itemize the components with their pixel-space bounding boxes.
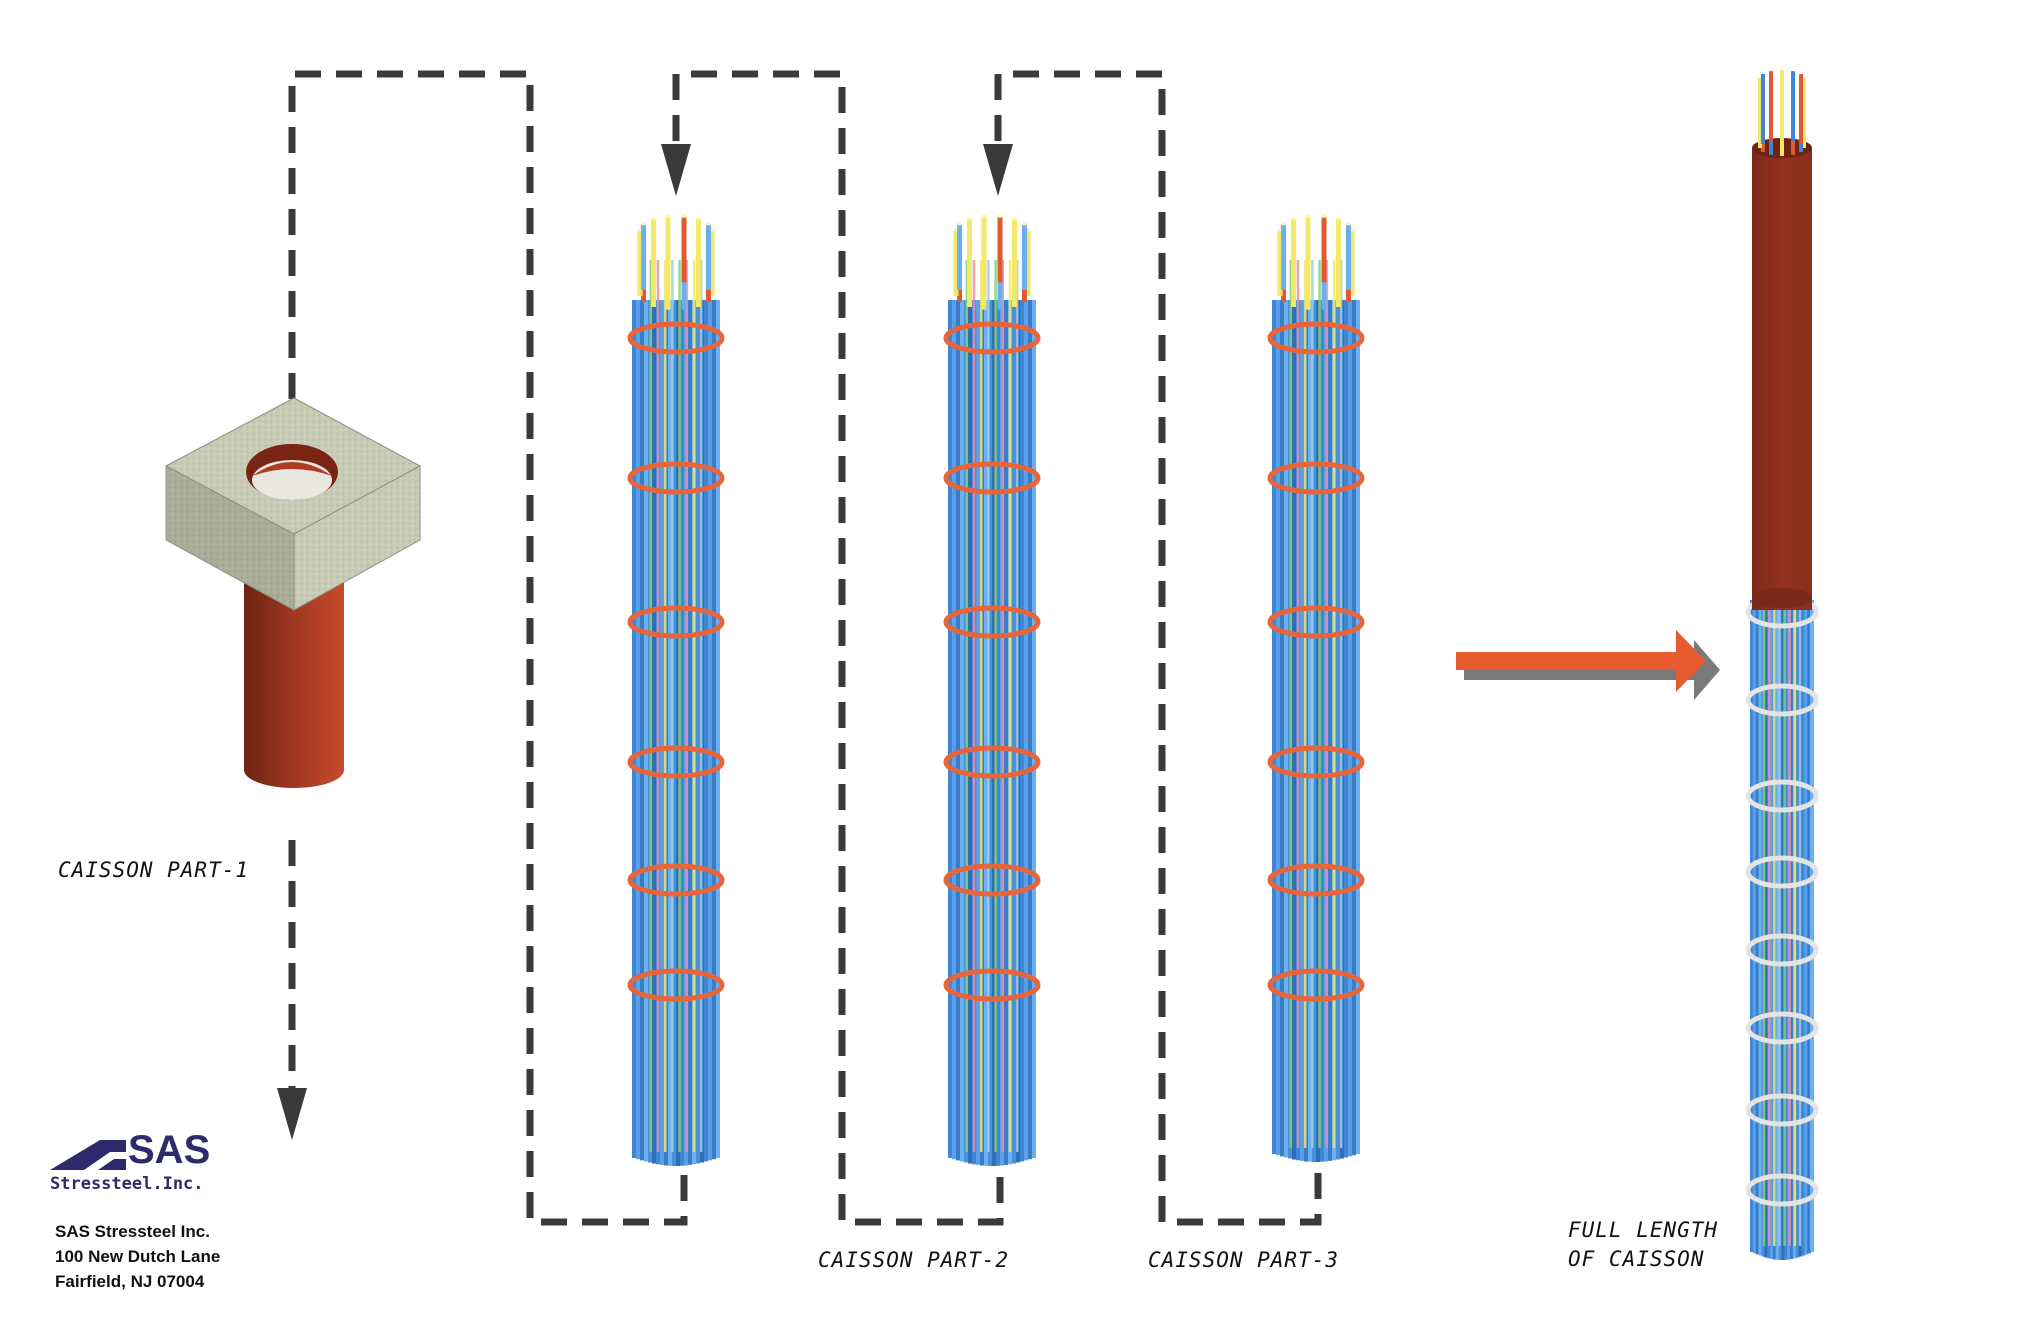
tie-ring xyxy=(627,968,725,1002)
tie-ring xyxy=(943,745,1041,779)
caisson-part-1-label: CAISSON PART-1 xyxy=(58,858,250,882)
tie-ring xyxy=(1745,1011,1819,1045)
tie-ring xyxy=(627,461,725,495)
tie-ring xyxy=(1745,1093,1819,1127)
tie-ring xyxy=(1267,461,1365,495)
dashed-flow-path xyxy=(288,70,1322,1226)
tie-ring xyxy=(1267,968,1365,1002)
sas-logo-icon xyxy=(50,1140,126,1170)
bar-cap-top xyxy=(1280,222,1287,226)
tie-ring xyxy=(943,968,1041,1002)
logo-wordmark: SAS xyxy=(128,1128,211,1172)
company-address-line1: 100 New Dutch Lane xyxy=(55,1247,221,1266)
bar-cap-top xyxy=(681,214,688,218)
full-length-label-line2: OF CAISSON xyxy=(1568,1247,1705,1271)
tie-ring xyxy=(1745,779,1819,813)
caisson-part-2-rebar-cage xyxy=(627,214,725,1166)
logo-subtitle: Stressteel.Inc. xyxy=(50,1174,204,1194)
arrowheads xyxy=(277,144,1013,1140)
bar-cap-top xyxy=(695,217,702,221)
tie-ring xyxy=(627,321,725,355)
full-length-label-line1: FULL LENGTH xyxy=(1568,1218,1719,1242)
tie-ring xyxy=(1267,605,1365,639)
tie-ring xyxy=(627,605,725,639)
bar-cap-top xyxy=(1345,222,1352,226)
company-address-line2: Fairfield, NJ 07004 xyxy=(55,1272,205,1291)
full-length-caisson-model xyxy=(1745,70,1819,1260)
bar-cap-top xyxy=(980,214,987,218)
bar-cap-top xyxy=(966,217,973,221)
casing-bottom xyxy=(1752,588,1812,608)
caisson-part-4-rebar-cage xyxy=(1267,214,1365,1162)
company-name: SAS Stressteel Inc. xyxy=(55,1222,210,1241)
tie-ring xyxy=(943,461,1041,495)
caisson-part-2-label: CAISSON PART-2 xyxy=(818,1248,1010,1272)
caisson-part-3-rebar-cage xyxy=(943,214,1041,1166)
tie-ring xyxy=(943,605,1041,639)
tie-ring xyxy=(1267,321,1365,355)
bar-cap-top xyxy=(956,222,963,226)
bar-cap-top xyxy=(1290,217,1297,221)
bar-cap-top xyxy=(1021,222,1028,226)
tie-ring xyxy=(1267,745,1365,779)
tie-ring xyxy=(1745,933,1819,967)
tie-ring xyxy=(1745,683,1819,717)
tie-ring xyxy=(1267,863,1365,897)
tie-ring xyxy=(1745,855,1819,889)
caisson-part-3-label: CAISSON PART-3 xyxy=(1148,1248,1340,1272)
steel-casing xyxy=(1752,148,1812,610)
bar-cap-top xyxy=(640,222,647,226)
bar-cap-top xyxy=(1011,217,1018,221)
tie-ring xyxy=(943,321,1041,355)
bar-cap-top xyxy=(664,214,671,218)
caisson-part-1-model xyxy=(164,397,422,788)
bar-cap-top xyxy=(1304,214,1311,218)
assembly-arrow xyxy=(1456,630,1720,700)
tie-ring xyxy=(627,745,725,779)
bar-cap-top xyxy=(1321,214,1328,218)
tie-ring xyxy=(627,863,725,897)
bar-cap-top xyxy=(650,217,657,221)
bar-cap-top xyxy=(1335,217,1342,221)
bar-cap-top xyxy=(997,214,1004,218)
bar-cap-top xyxy=(705,222,712,226)
tie-ring xyxy=(943,863,1041,897)
tie-ring xyxy=(1745,1173,1819,1207)
